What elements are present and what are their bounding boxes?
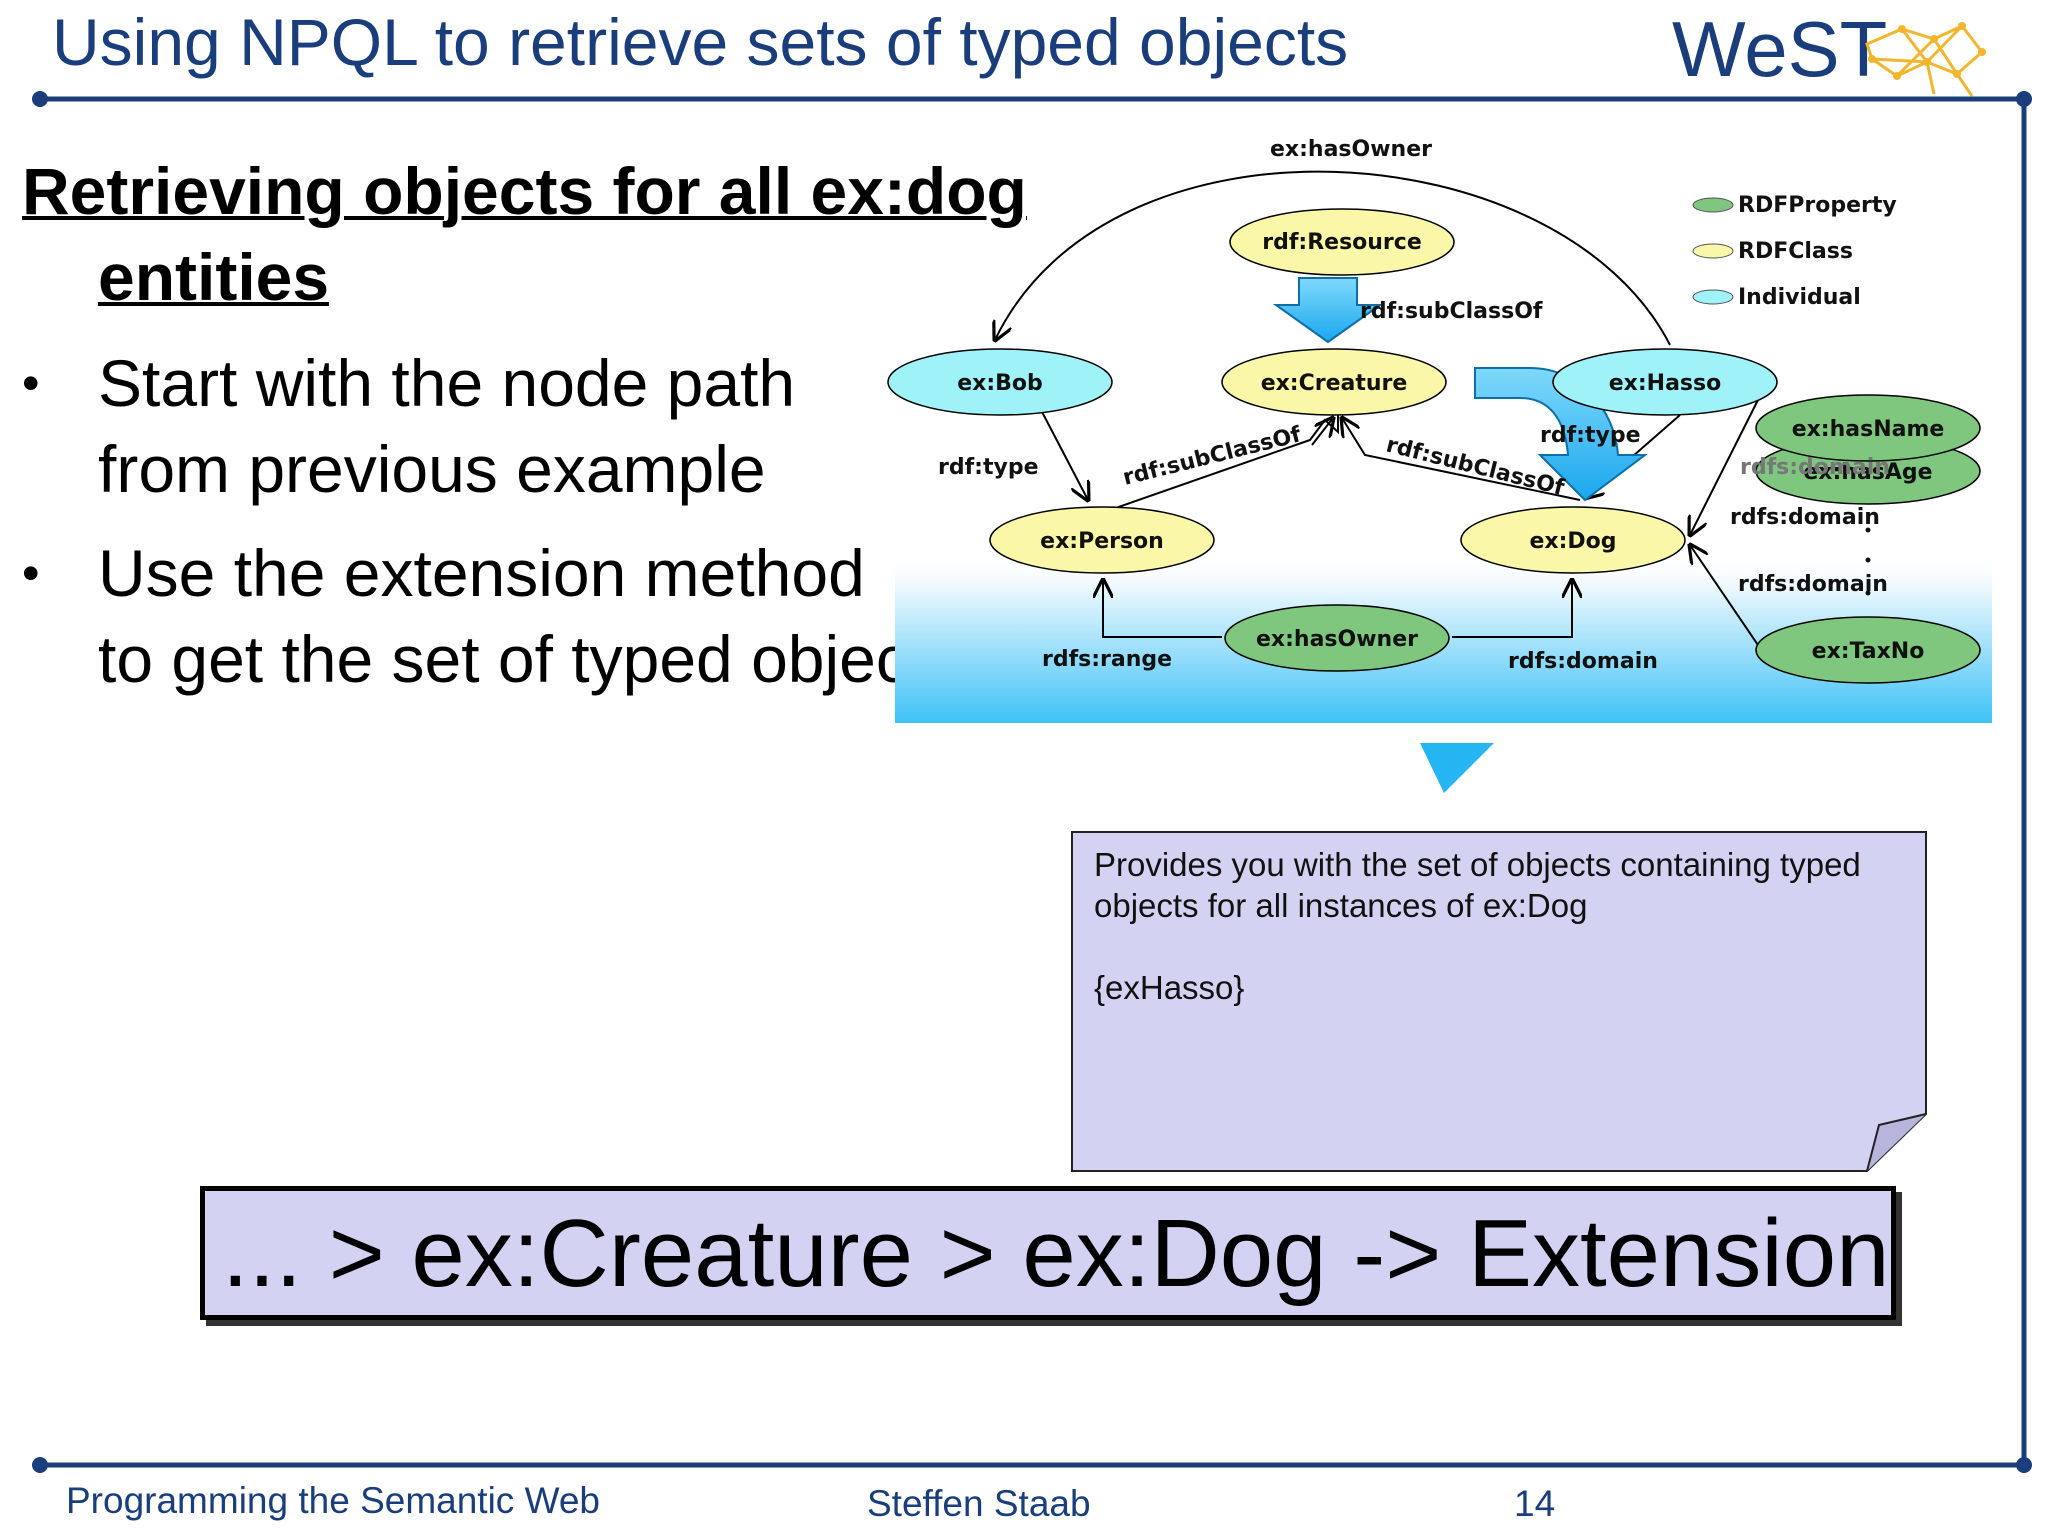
edge-hasname-dog [1690,391,1763,535]
edge-hasowner-arc [995,170,1671,346]
bullet-dot: • [22,545,40,601]
footer-author: Steffen Staab [867,1483,1091,1524]
rdf-schema-diagram: rdf:Resource ex:Creature ex:Bob ex:Hasso… [887,137,1992,793]
path-expression: ... > ex:Creature > ex:Dog -> Extension [222,1200,1890,1307]
result-note-text: Provides you with the set of objects con… [1094,844,1914,1008]
footer-course-title: Programming the Semantic Web [66,1480,600,1521]
edge-label-range: rdfs:range [1042,647,1172,672]
node-rdf-resource [1229,208,1455,276]
label-ex-hasage: ex:hasAge [1803,460,1932,485]
label-ex-hasowner: ex:hasOwner [1256,627,1418,652]
edge-label-domain: rdfs:domain [1508,649,1658,674]
top-rule-dot [32,91,48,107]
footer-page-number: 14 [1514,1483,1556,1524]
node-ex-creature [1221,348,1447,416]
legend-label-individual: Individual [1738,285,1861,310]
bottom-rule-dot [32,1457,48,1473]
bullet-1-line-2: from previous example [98,432,766,506]
note-folded-corner [1866,1113,1927,1172]
edge-label-person-creature: rdf:subClassOf [1120,422,1304,491]
heading-line-2: entities [98,240,330,314]
edge-person-creature-head [1311,418,1333,446]
edge-label-bob-person: rdf:type [938,455,1039,480]
node-ex-bob [887,348,1113,416]
node-ex-taxno [1755,616,1981,684]
slide-title: Using NPQL to retrieve sets of typed obj… [52,5,1349,79]
edge-label-taxno-domain: rdfs:domain [1738,572,1888,597]
label-ex-hasname: ex:hasName [1792,417,1945,442]
node-ex-hasso [1552,348,1778,416]
legend-label-property: RDFProperty [1738,193,1897,218]
path-expression-box [200,1186,1896,1320]
label-ex-person: ex:Person [1040,529,1164,554]
legend-swatch-individual [1692,289,1734,305]
label-ex-taxno: ex:TaxNo [1812,639,1925,664]
right-rule-top-dot [2016,91,2032,107]
edge-dog-creature [1342,418,1581,501]
highlight-arrow-resource-creature [1272,277,1384,344]
legend-label-class: RDFClass [1738,239,1853,264]
node-ex-hasowner [1224,604,1450,672]
node-ex-person [989,506,1215,574]
edge-label-hasso-dog: rdf:type [1540,423,1641,448]
label-ex-creature: ex:Creature [1261,371,1408,396]
label-ex-dog: ex:Dog [1529,529,1616,554]
bullet-1-line-1: Start with the node path [98,346,796,420]
label-ex-hasso: ex:Hasso [1609,371,1721,396]
note-line-2: objects for all instances of ex:Dog [1094,887,1588,924]
legend-swatch-class [1692,243,1734,259]
edge-label-resource-creature: rdf:subClassOf [1360,299,1543,324]
down-arrow-to-result [1420,743,1494,793]
heading-line-1: Retrieving objects for all ex:dog [22,154,1027,228]
logo-wordmark: WeST [1672,5,1887,93]
west-logo: WeST [1672,5,1986,97]
bullet-dot: • [22,355,40,411]
label-ex-bob: ex:Bob [957,371,1043,396]
legend: RDFProperty RDFClass Individual [1692,193,1897,310]
label-rdf-resource: rdf:Resource [1262,230,1422,255]
edge-label-hasname-domain: rdfs:domain [1740,455,1890,480]
edge-taxno-dog [1690,545,1761,649]
edge-bob-person [1039,407,1088,500]
ellipsis-dots [1865,527,1871,596]
edge-label-hasowner: ex:hasOwner [1270,137,1432,162]
section-heading: Retrieving objects for all ex:dog entiti… [22,148,1027,320]
edge-hasowner-dog [1452,580,1572,638]
edge-label-hasage-domain: rdfs:domain [1730,505,1880,530]
result-note-box [1071,831,1927,1172]
node-ex-hasname [1755,394,1981,462]
bullet-2-line-1: Use the extension method [98,536,865,610]
note-line-1: Provides you with the set of objects con… [1094,846,1861,883]
node-ex-dog [1460,506,1686,574]
note-result: {exHasso} [1094,969,1245,1006]
edge-hasowner-person [1103,580,1222,638]
bullet-2-line-2: to get the set of typed objects [98,622,961,696]
legend-swatch-property [1692,197,1734,213]
